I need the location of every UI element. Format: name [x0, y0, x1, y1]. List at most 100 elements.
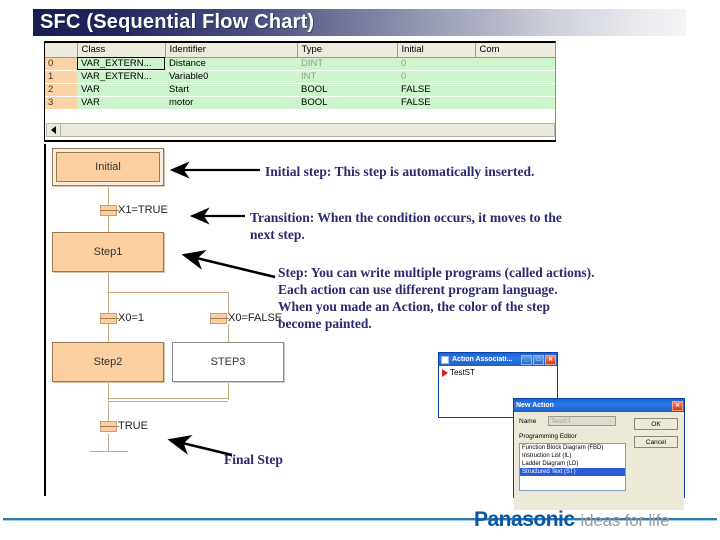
connector-line: [228, 382, 229, 400]
connector-line: [228, 292, 229, 314]
footer-rule: [3, 518, 717, 521]
column-header-class[interactable]: Class: [77, 43, 166, 58]
page-title: SFC (Sequential Flow Chart): [40, 11, 315, 33]
cell-identifier[interactable]: Distance: [165, 57, 297, 71]
cell-type[interactable]: DINT: [297, 57, 397, 71]
cell-initial[interactable]: FALSE: [397, 96, 475, 110]
table-row[interactable]: 1 VAR_EXTERN... Variable0 INT 0: [45, 70, 555, 84]
cancel-button[interactable]: Cancel: [634, 436, 678, 448]
sfc-step-label: Initial: [95, 161, 121, 173]
maximize-button[interactable]: □: [533, 354, 544, 365]
cell-initial[interactable]: FALSE: [397, 83, 475, 97]
connector-line: [108, 401, 228, 402]
variable-table-panel: Class Identifier Type Initial Com 0 VAR_…: [44, 41, 556, 140]
table-row[interactable]: 2 VAR Start BOOL FALSE: [45, 83, 555, 97]
connector-line: [108, 272, 109, 292]
list-option-ld[interactable]: Ladder Diagram (LD): [522, 461, 579, 467]
sfc-transition-x0-false[interactable]: X0=FALSE: [210, 312, 282, 324]
transition-marker-icon: [100, 312, 119, 324]
column-header-index[interactable]: [45, 43, 78, 58]
cell-type[interactable]: BOOL: [297, 96, 397, 110]
connector-line: [108, 292, 109, 314]
annotation-step: Step: You can write multiple programs (c…: [278, 265, 595, 331]
connector-line: [108, 324, 109, 342]
sfc-transition-label: TRUE: [118, 420, 148, 432]
cell-type[interactable]: BOOL: [297, 83, 397, 97]
close-button[interactable]: ✕: [672, 400, 683, 411]
cell-comment[interactable]: [475, 70, 555, 84]
list-option-fbd[interactable]: Function Block Diagram (FBD): [522, 445, 604, 451]
panasonic-logo: Panasonic ideas for life: [474, 508, 670, 532]
sfc-step-step1[interactable]: Step1: [52, 232, 164, 272]
table-row[interactable]: 0 VAR_EXTERN... Distance DINT 0: [45, 57, 555, 71]
sfc-step-label: Step2: [93, 356, 123, 368]
window-app-icon: [441, 355, 449, 364]
scroll-left-arrow-icon[interactable]: [47, 124, 61, 136]
connector-line: [108, 292, 228, 293]
sfc-transition-x0-1[interactable]: X0=1: [100, 312, 144, 324]
brand-tagline: ideas for life: [580, 511, 670, 530]
connector-line: [108, 382, 109, 400]
programming-editor-label: Programming Editor: [519, 433, 577, 440]
cell-identifier[interactable]: motor: [165, 96, 297, 110]
list-option-st[interactable]: Structured Text (ST): [520, 468, 625, 476]
column-header-type[interactable]: Type: [297, 43, 398, 58]
cell-identifier[interactable]: Variable0: [165, 70, 297, 84]
annotation-final-step: Final Step: [224, 452, 283, 467]
cell-initial[interactable]: 0: [397, 57, 475, 71]
cell-type[interactable]: INT: [297, 70, 397, 84]
table-bottom-rule: [44, 140, 556, 142]
row-index: 1: [45, 70, 77, 84]
name-field-value: TestST: [551, 417, 572, 425]
cell-initial[interactable]: 0: [397, 70, 475, 84]
connector-line: [228, 324, 229, 342]
window-title-bar[interactable]: Action Associati... _ □ ✕: [439, 353, 557, 366]
column-header-comment[interactable]: Com: [475, 43, 556, 58]
dialog-body: Name TestST Programming Editor Function …: [514, 412, 684, 510]
table-header-row: Class Identifier Type Initial Com: [45, 43, 556, 58]
slide-title-banner: [33, 9, 686, 36]
connector-line: [90, 451, 128, 452]
title-underline: [33, 36, 686, 38]
connector-line: [108, 401, 109, 421]
window-title-text: Action Associati...: [452, 356, 513, 363]
row-index: 2: [45, 83, 77, 97]
cell-class[interactable]: VAR: [77, 96, 165, 110]
programming-editor-list[interactable]: Function Block Diagram (FBD) Instruction…: [519, 443, 626, 491]
horizontal-scrollbar-row: [45, 118, 555, 140]
row-index: 0: [45, 57, 77, 71]
transition-marker-icon: [210, 312, 229, 324]
list-option-il[interactable]: Instruction List (IL): [522, 453, 572, 459]
table-row[interactable]: 3 VAR motor BOOL FALSE: [45, 96, 555, 110]
list-item[interactable]: TestST: [439, 366, 557, 377]
column-header-initial[interactable]: Initial: [397, 43, 476, 58]
cell-class[interactable]: VAR: [77, 83, 165, 97]
sfc-transition-x1-true[interactable]: X1=TRUE: [100, 204, 168, 216]
dialog-title-bar[interactable]: New Action ✕: [514, 399, 684, 412]
column-header-identifier[interactable]: Identifier: [165, 43, 298, 58]
dialog-title-text: New Action: [516, 402, 554, 409]
sfc-transition-true[interactable]: TRUE: [100, 420, 148, 432]
sfc-step-step2[interactable]: Step2: [52, 342, 164, 382]
sfc-step-label: Step1: [93, 246, 123, 258]
sfc-step-initial[interactable]: Initial: [52, 148, 164, 186]
cell-comment[interactable]: [475, 83, 555, 97]
variable-table: Class Identifier Type Initial Com 0 VAR_…: [45, 43, 556, 110]
cell-class[interactable]: VAR_EXTERN...: [77, 70, 165, 84]
action-item-label: TestST: [450, 368, 475, 377]
new-action-dialog[interactable]: New Action ✕ Name TestST Programming Edi…: [513, 398, 685, 510]
connector-line: [108, 216, 109, 234]
cell-comment[interactable]: [475, 96, 555, 110]
close-button[interactable]: ✕: [545, 354, 556, 365]
cell-identifier[interactable]: Start: [165, 83, 297, 97]
ok-button[interactable]: OK: [634, 418, 678, 430]
cell-class[interactable]: VAR_EXTERN...: [77, 57, 165, 71]
connector-line: [108, 186, 109, 206]
sfc-step-step3[interactable]: STEP3: [172, 342, 284, 382]
cell-comment[interactable]: [475, 57, 555, 71]
sfc-transition-label: X0=FALSE: [228, 312, 283, 324]
name-field[interactable]: TestST: [548, 416, 616, 426]
horizontal-scrollbar[interactable]: [46, 123, 555, 137]
minimize-button[interactable]: _: [521, 354, 532, 365]
sfc-transition-label: X1=TRUE: [118, 204, 168, 216]
